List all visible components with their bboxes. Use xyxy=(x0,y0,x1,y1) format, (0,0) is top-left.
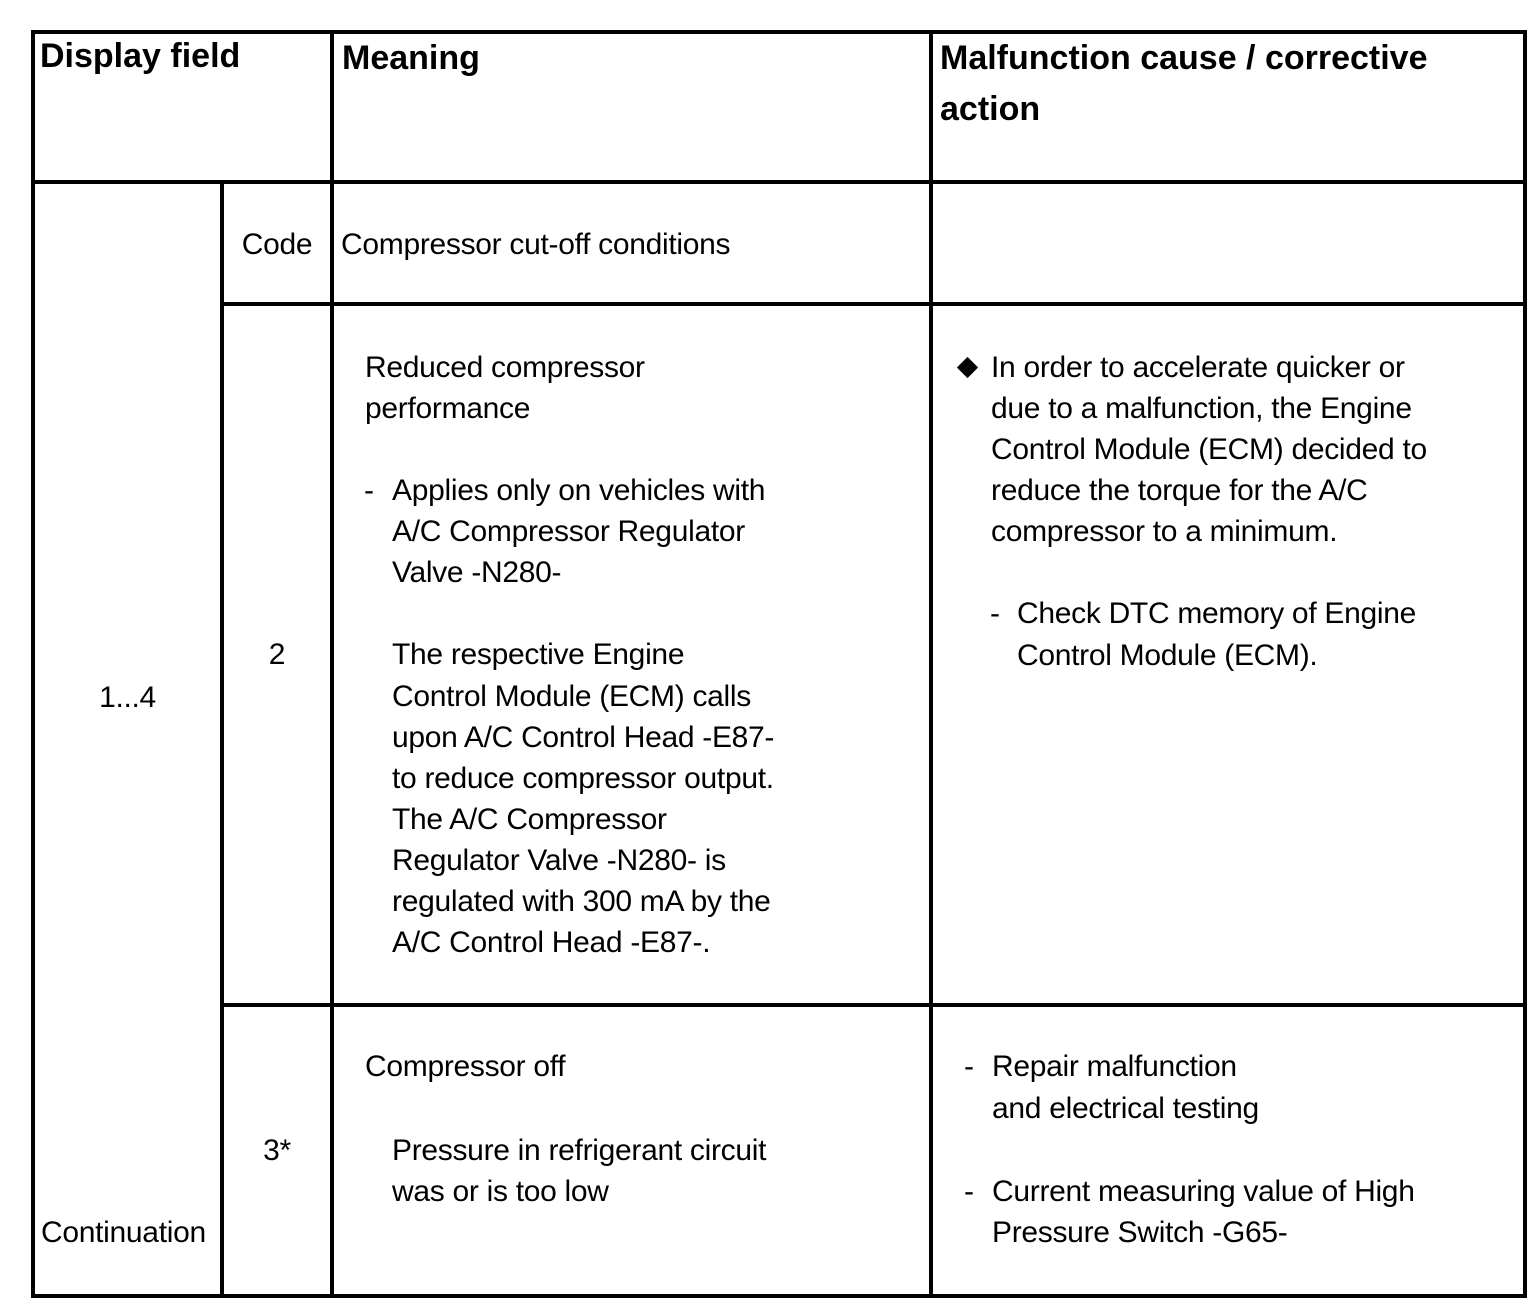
cause-3-item2-line: Current measuring value of High xyxy=(992,1175,1415,1208)
meaning-2-para-line: The A/C Compressor xyxy=(392,803,667,836)
row-divider-2 xyxy=(220,1003,1527,1007)
row-divider-code xyxy=(220,302,1527,306)
cause-2-bullet-line: In order to accelerate quicker or xyxy=(991,351,1405,384)
meaning-2-sub-line: Valve -N280- xyxy=(392,556,562,589)
code-3-star: 3* xyxy=(263,1134,291,1167)
table-border-top xyxy=(31,30,1527,34)
meaning-2-title-line: performance xyxy=(365,392,531,425)
header-malfunction-line1: Malfunction cause / corrective xyxy=(940,39,1428,77)
header-display-field: Display field xyxy=(40,37,241,75)
cause-2-bullet-line: compressor to a minimum. xyxy=(991,515,1338,548)
display-field-continuation: Continuation xyxy=(41,1216,206,1249)
meaning-2-para-line: Regulator Valve -N280- is xyxy=(392,844,726,877)
display-field-value: 1...4 xyxy=(99,681,156,714)
meaning-2-para-line: A/C Control Head -E87-. xyxy=(392,926,711,959)
cause-3-item2-line: Pressure Switch -G65- xyxy=(992,1216,1288,1249)
table-border-right xyxy=(1523,30,1527,1298)
meaning-2-para-line: upon A/C Control Head -E87- xyxy=(392,721,775,754)
meaning-code-header: Compressor cut-off conditions xyxy=(341,228,731,261)
cause-2-dash: - xyxy=(990,597,1000,630)
meaning-column-divider xyxy=(330,30,334,1298)
meaning-3-sub-line: was or is too low xyxy=(392,1175,609,1208)
cause-3-item1-line: and electrical testing xyxy=(992,1092,1259,1125)
cause-3-dash: - xyxy=(964,1175,974,1208)
meaning-2-dash: - xyxy=(364,474,374,507)
meaning-2-sub-line: A/C Compressor Regulator xyxy=(392,515,745,548)
meaning-2-title-line: Reduced compressor xyxy=(365,351,645,384)
cause-2-sub-line: Control Module (ECM). xyxy=(1017,639,1318,672)
table-border-bottom xyxy=(31,1294,1527,1298)
meaning-2-para-line: regulated with 300 mA by the xyxy=(392,885,771,918)
header-malfunction-line2: action xyxy=(940,90,1041,128)
meaning-2-sub-line: Applies only on vehicles with xyxy=(392,474,766,507)
meaning-3-sub-line: Pressure in refrigerant circuit xyxy=(392,1134,767,1167)
table-border-left xyxy=(31,30,35,1298)
cause-3-dash: - xyxy=(964,1050,974,1083)
meaning-3-title: Compressor off xyxy=(365,1050,566,1083)
meaning-2-para-line: The respective Engine xyxy=(392,638,685,671)
header-meaning: Meaning xyxy=(342,39,480,77)
meaning-2-para-line: to reduce compressor output. xyxy=(392,762,774,795)
cause-column-divider xyxy=(929,30,933,1298)
meaning-2-para-line: Control Module (ECM) calls xyxy=(392,680,751,713)
cause-2-bullet-line: Control Module (ECM) decided to xyxy=(991,433,1427,466)
cause-2-bullet-line: reduce the torque for the A/C xyxy=(991,474,1368,507)
header-divider xyxy=(31,180,1527,184)
code-column-divider xyxy=(220,180,224,1298)
cause-2-bullet-line: due to a malfunction, the Engine xyxy=(991,392,1412,425)
code-2: 2 xyxy=(268,638,286,671)
cause-3-item1-line: Repair malfunction xyxy=(992,1050,1237,1083)
cause-2-sub-line: Check DTC memory of Engine xyxy=(1017,597,1417,630)
code-label: Code xyxy=(241,228,313,261)
